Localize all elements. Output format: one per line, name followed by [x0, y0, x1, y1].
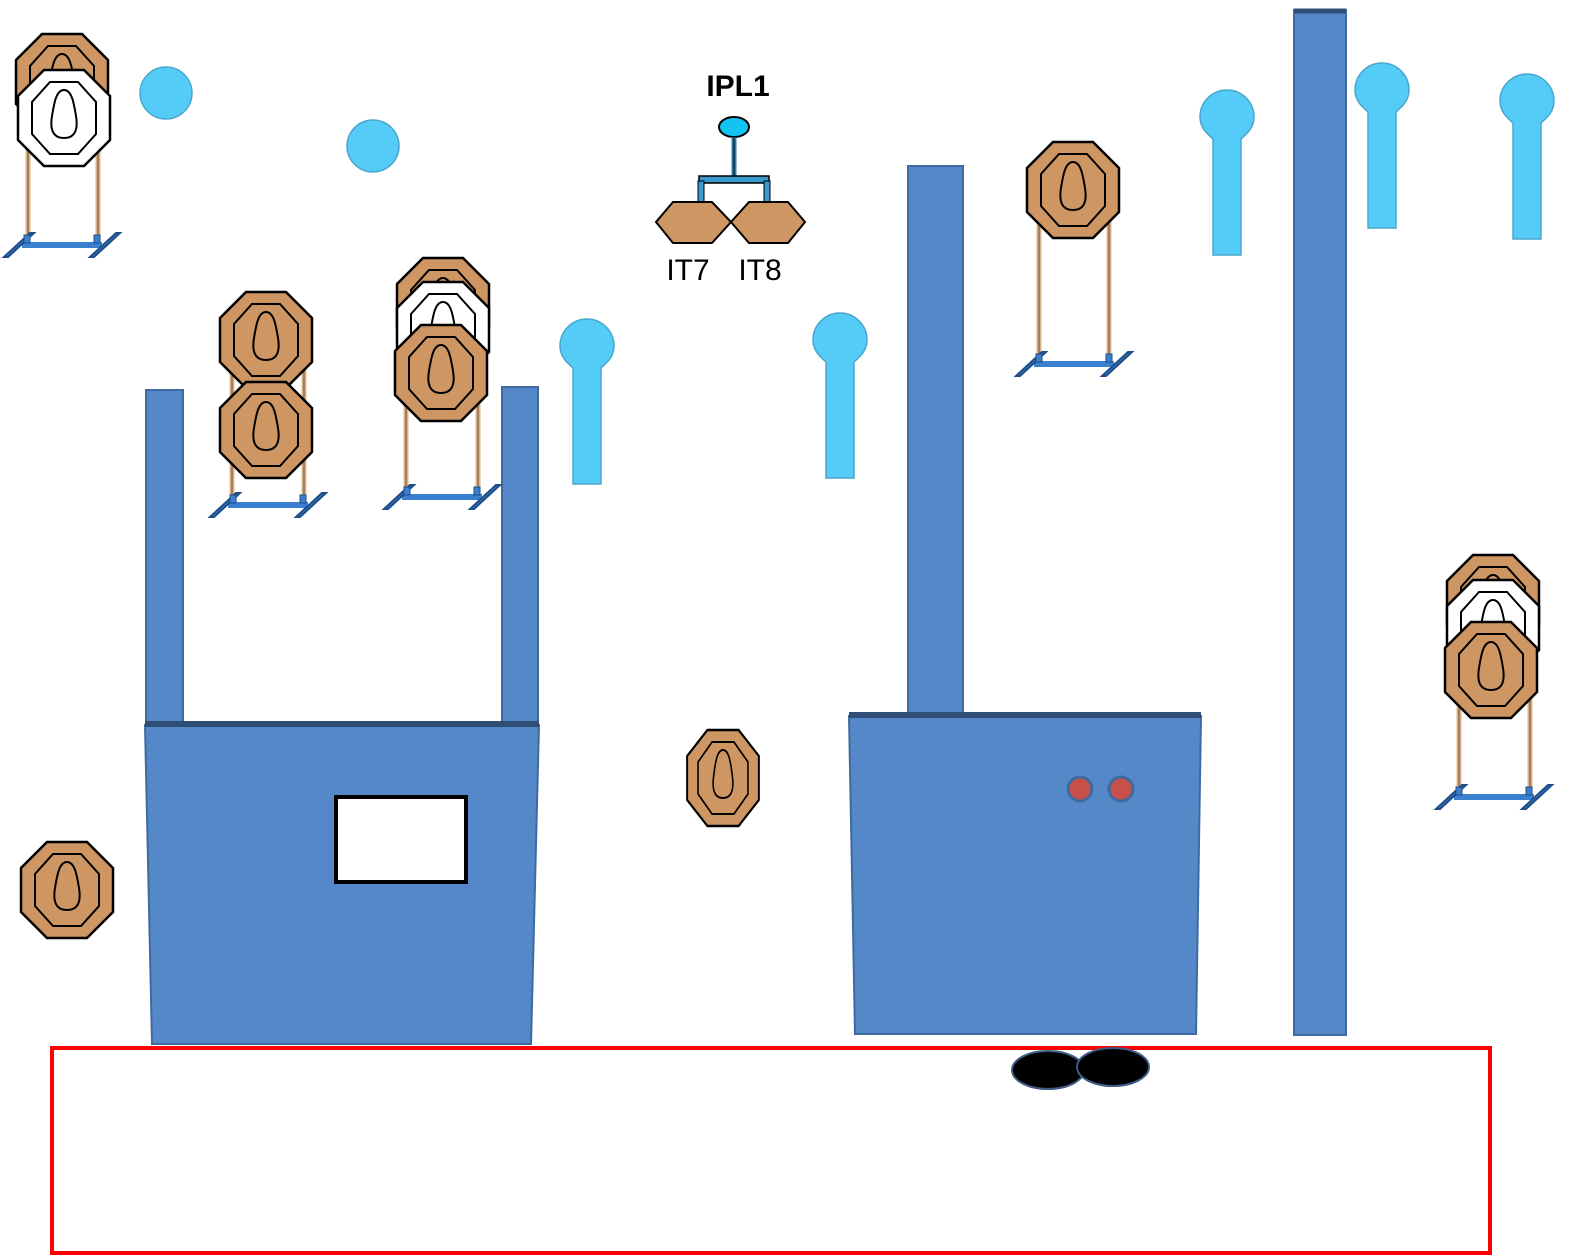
cardboard-target-icon	[393, 323, 489, 423]
steel-popper-icon	[812, 312, 868, 479]
left-barrier-wall	[143, 724, 541, 1045]
cardboard-target-icon	[685, 728, 761, 828]
target-label-it7: IT7	[666, 254, 709, 287]
round-steel-plate-icon	[139, 66, 193, 120]
wall-port-dot-1	[1066, 775, 1094, 803]
cardboard-target-icon	[1025, 140, 1121, 240]
cardboard-target-icon	[1443, 620, 1539, 720]
cardboard-target-icon	[19, 840, 115, 940]
cardboard-target-icon	[218, 290, 314, 390]
swinger-target-icon: IPL1 IT7 IT8	[654, 70, 807, 287]
steel-popper-icon	[1499, 73, 1555, 240]
center-barrier-structure	[847, 165, 1203, 1035]
center-barrier-wall	[847, 715, 1203, 1035]
popper-label-ipl1: IPL1	[706, 70, 769, 103]
left-barrier-post-2	[501, 386, 539, 731]
shooter-footprint-icon	[1011, 1047, 1150, 1090]
right-tall-barrier	[1293, 9, 1347, 1036]
target-stand-icon	[1016, 200, 1132, 376]
steel-popper-icon	[559, 318, 615, 485]
left-barrier-structure	[143, 386, 541, 1045]
target-label-it8: IT8	[738, 254, 781, 287]
left-barrier-post-1	[145, 389, 184, 731]
round-steel-plate-icon	[346, 119, 400, 173]
wall-port-dot-2	[1107, 775, 1135, 803]
no-shoot-target-icon	[16, 68, 112, 168]
cardboard-target-icon	[218, 380, 314, 480]
steel-popper-icon	[1354, 62, 1410, 229]
center-barrier-post	[907, 165, 964, 717]
steel-popper-icon	[1199, 89, 1255, 256]
shooting-area-fault-line	[50, 1046, 1492, 1255]
port-window	[334, 795, 468, 884]
